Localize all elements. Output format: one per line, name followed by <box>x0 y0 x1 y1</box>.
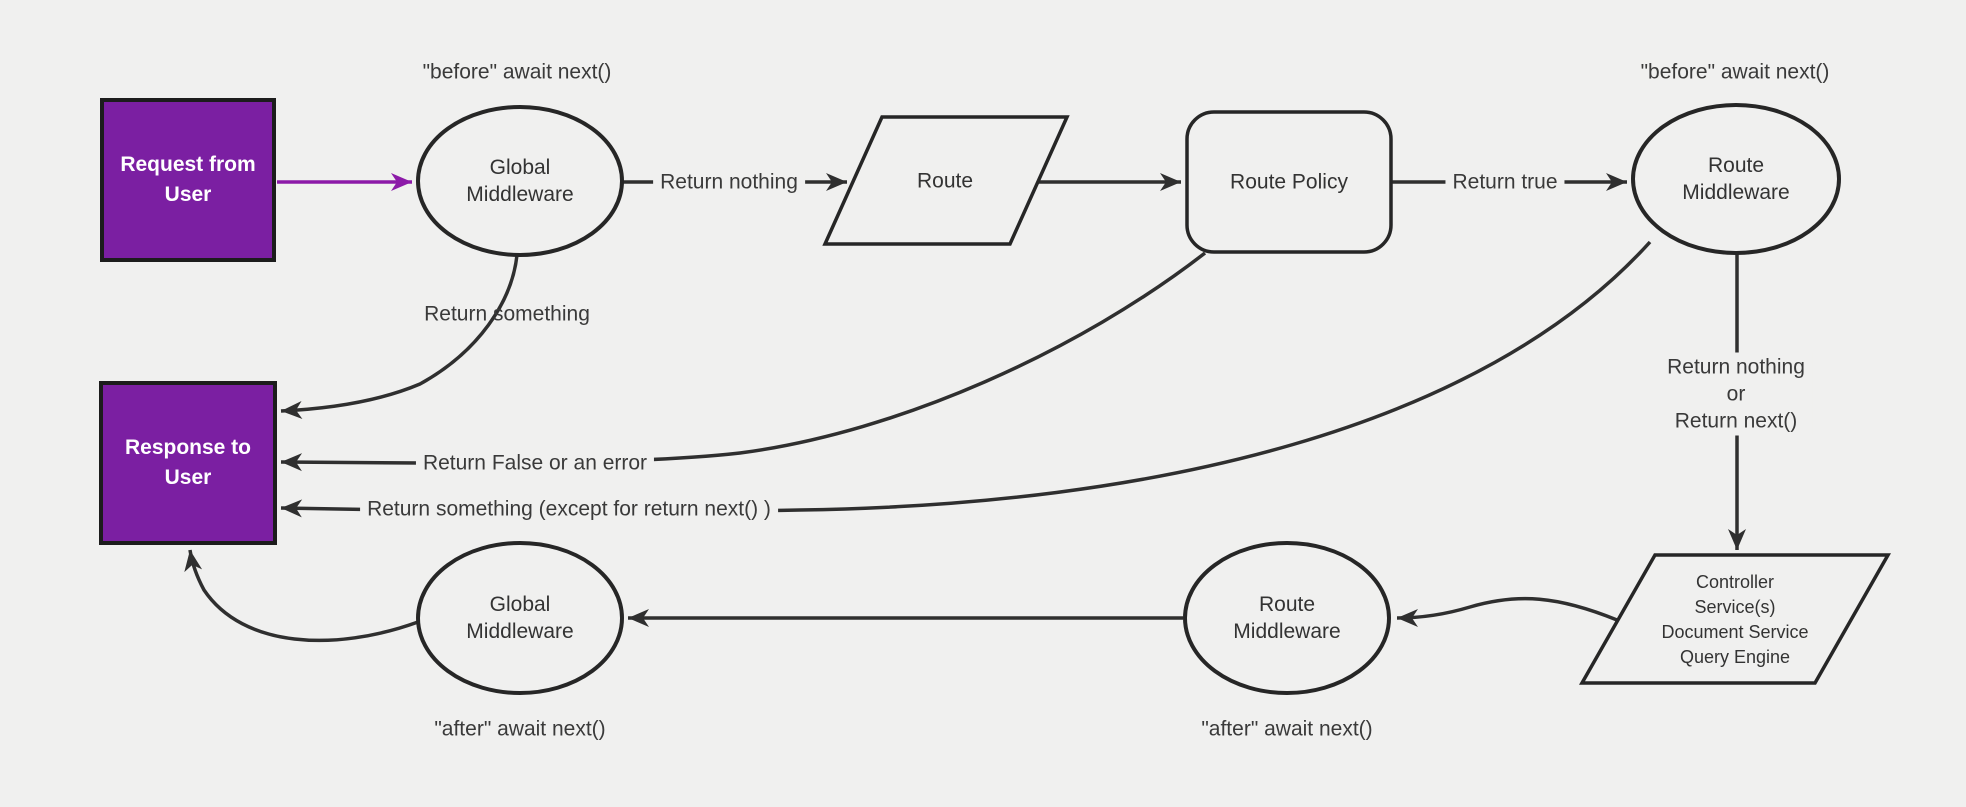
node-response-to-user <box>99 381 277 545</box>
edge-route-middleware-return-something-except <box>280 240 1652 518</box>
edge-global-middleware-bottom-to-response <box>184 549 419 643</box>
node-route-middleware-top <box>1631 103 1841 255</box>
node-route-middleware-bottom <box>1183 541 1391 695</box>
node-request-from-user <box>100 98 276 262</box>
node-global-middleware-top <box>416 105 624 257</box>
edge-global-middleware-return-something <box>280 254 519 419</box>
node-route <box>822 115 1070 246</box>
node-global-middleware-bottom <box>416 541 624 695</box>
node-route-policy <box>1185 110 1393 254</box>
node-controller-services <box>1578 553 1892 685</box>
edge-controller-to-route-middleware-bottom <box>1396 596 1618 627</box>
edge-route-policy-return-false <box>280 251 1207 472</box>
